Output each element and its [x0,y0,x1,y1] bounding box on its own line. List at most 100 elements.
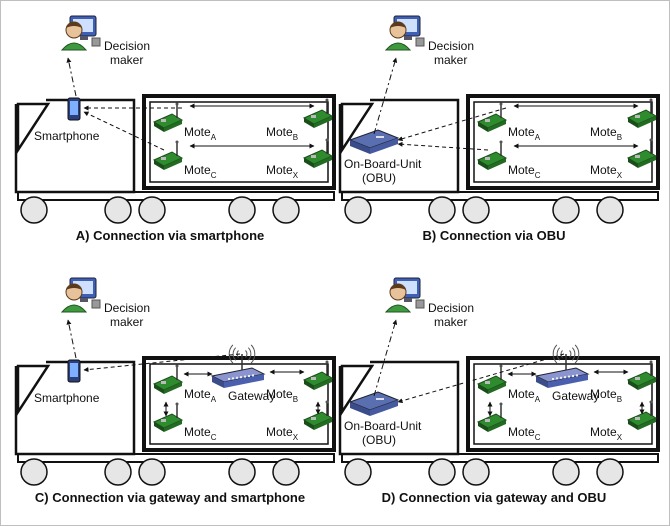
mote-label-subscript: C [211,171,217,180]
decision-maker-label: maker [110,53,143,67]
mote-label-subscript: B [293,133,298,142]
uplink-connection [66,319,77,359]
mote-label: MoteB [590,125,622,142]
device-link [83,111,165,151]
antenna-signal-icon [552,344,580,370]
uplink-connection [66,57,77,97]
mote-label-subscript: C [211,433,217,442]
mote-icon [152,364,184,394]
decision-maker-icon [384,15,425,51]
mote-label-subscript: C [535,171,541,180]
smartphone-label: Smartphone [34,391,100,405]
truck-outline [14,356,336,486]
wheel [104,196,132,224]
mote-icon [626,360,658,390]
mote-label-subscript: X [293,171,299,180]
mote-label-base: Mote [266,125,293,139]
mote-label-base: Mote [590,125,617,139]
wheel [596,196,624,224]
mote-label: MoteA [508,387,541,404]
decision-maker-icon [60,277,101,313]
mote-label: MoteX [266,163,299,180]
mote-icon [152,140,184,170]
panel-caption: B) Connection via OBU [422,228,565,243]
mote-label-subscript: B [293,395,298,404]
mote-label-subscript: A [535,395,541,404]
panel-caption: C) Connection via gateway and smartphone [35,490,305,505]
mote-label-subscript: X [617,433,623,442]
truck-outline [338,94,660,224]
gateway-label: Gateway [552,389,599,403]
wheel [462,458,490,486]
mote-label-base: Mote [508,387,535,401]
mote-label-base: Mote [184,163,211,177]
wheel [272,196,300,224]
mote-label-subscript: A [211,133,217,142]
wheel [138,196,166,224]
mote-label-base: Mote [266,387,293,401]
mote-label-base: Mote [184,125,211,139]
mote-label: MoteC [508,163,541,180]
obu-label: (OBU) [362,433,396,447]
mote-label-subscript: B [617,395,622,404]
mote-icon [302,98,334,128]
mote-label: MoteB [266,125,298,142]
decision-maker-label: Decision [104,39,150,53]
mote-label-base: Mote [508,425,535,439]
mote-icon [302,400,334,430]
obu-label: On-Board-Unit [344,157,422,171]
mote-label-subscript: A [211,395,217,404]
device-link [397,107,507,142]
decision-maker-label: Decision [428,301,474,315]
mote-label-subscript: X [293,433,299,442]
mote-label: MoteX [590,425,623,442]
decision-maker-label: Decision [428,39,474,53]
mote-label: MoteX [266,425,299,442]
mote-icon [152,102,184,132]
mote-icon [476,364,508,394]
mote-label-base: Mote [184,425,211,439]
obu-label: (OBU) [362,171,396,185]
mote-label-subscript: A [535,133,541,142]
panel-caption: A) Connection via smartphone [76,228,265,243]
gateway-icon [210,344,266,388]
mote-icon [476,140,508,170]
device-link [397,353,565,404]
truck-outline [338,356,660,486]
wheel [552,458,580,486]
mote-label-subscript: B [617,133,622,142]
truck-outline [14,94,336,224]
mote-label: MoteA [184,125,217,142]
wheel [344,196,372,224]
mote-icon [626,138,658,168]
wheel [428,458,456,486]
smartphone-icon [67,359,81,383]
smartphone-label: Smartphone [34,129,100,143]
decision-maker-label: maker [434,315,467,329]
decision-maker-icon [60,15,101,51]
wheel [462,196,490,224]
wheel [228,196,256,224]
mote-label-base: Mote [266,425,293,439]
mote-icon [302,360,334,390]
mote-label: MoteA [508,125,541,142]
decision-maker-label: Decision [104,301,150,315]
mote-label-base: Mote [184,387,211,401]
wheel [552,196,580,224]
uplink-connection [373,57,398,135]
mote-label-base: Mote [508,125,535,139]
decision-maker-icon [384,277,425,313]
mote-label: MoteB [590,387,622,404]
obu-icon [348,391,400,416]
device-link [397,141,489,151]
antenna-signal-icon [228,344,256,370]
wheel [344,458,372,486]
wheel [20,196,48,224]
wheel [138,458,166,486]
mote-label-base: Mote [590,163,617,177]
wheel [20,458,48,486]
mote-label-base: Mote [590,387,617,401]
mote-label: MoteX [590,163,623,180]
